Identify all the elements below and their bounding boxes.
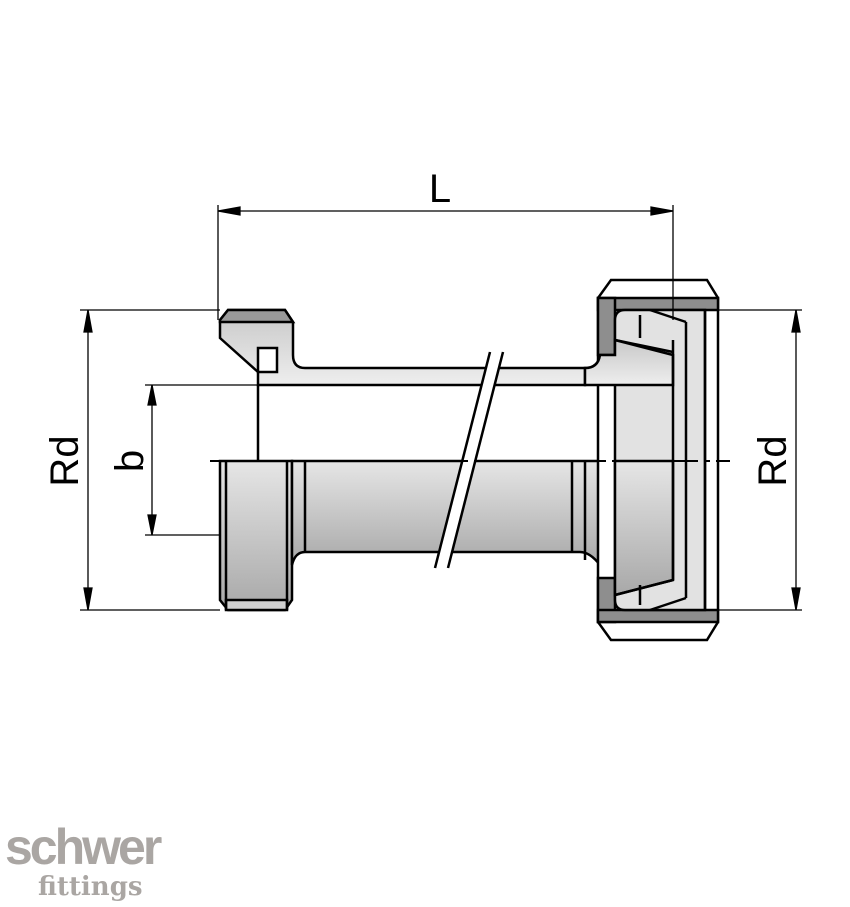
length-label: L: [429, 167, 451, 211]
dimension-lines: [80, 205, 802, 611]
logo-line2: fittings: [38, 872, 143, 902]
schwer-logo: schwer fittings: [5, 819, 165, 902]
tube-body: [290, 459, 602, 569]
logo-line1: schwer: [5, 819, 162, 875]
bore-label: b: [108, 450, 152, 472]
right-diameter-label: Rd: [751, 435, 795, 486]
left-flange: [218, 308, 587, 612]
left-diameter-label: Rd: [43, 435, 87, 486]
